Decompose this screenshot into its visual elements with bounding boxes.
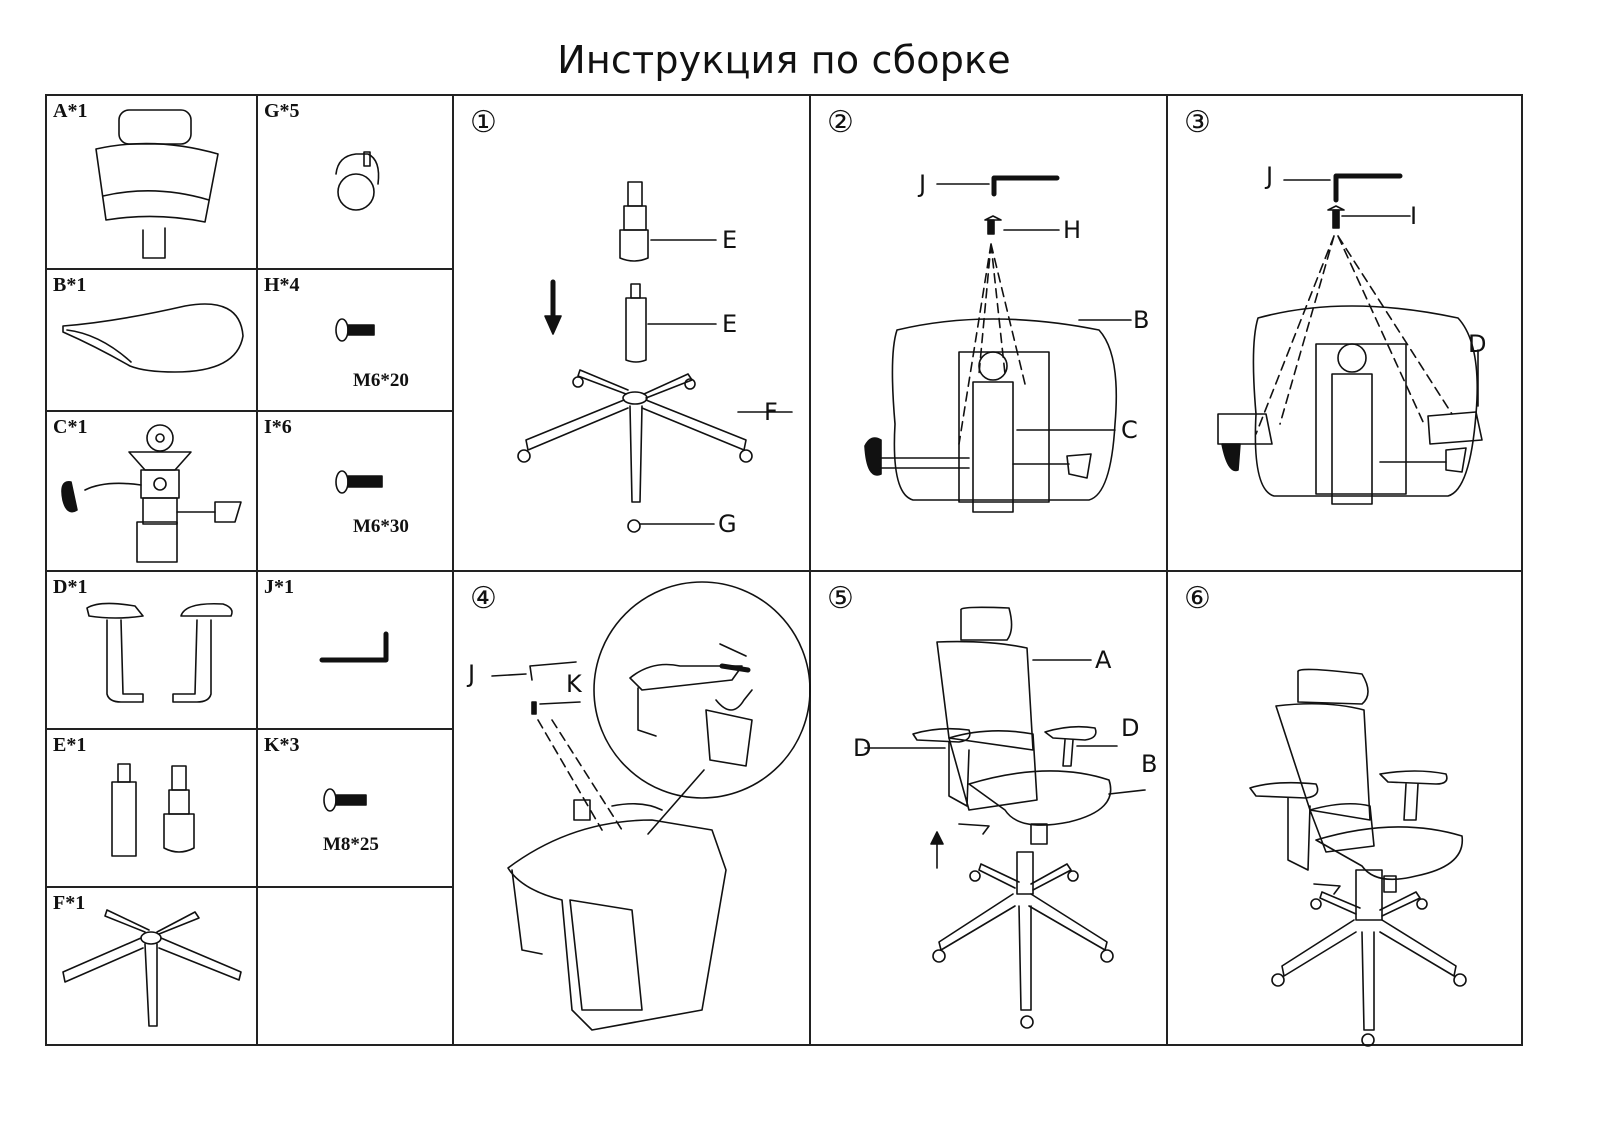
part-cell-empty [256,886,452,1046]
part-label: A*1 [53,100,88,122]
armrest-icon [86,602,233,703]
part-label: G*5 [264,100,300,122]
callout-e: E [722,310,738,338]
caster-icon [335,151,380,211]
grid-divider [45,410,453,412]
step-4-panel: ④ J K [452,570,811,1046]
part-label: F*1 [53,892,86,914]
callout-j: J [919,170,927,198]
step-5-panel: ⑤ A D D B [809,570,1166,1046]
callout-j: J [1266,162,1274,190]
step-number: ⑥ [1184,581,1211,616]
part-cell-f: F*1 [45,886,256,1046]
part-cell-h: H*4 M6*20 [256,268,452,410]
part-label: H*4 [264,274,300,296]
allen-key-icon [319,631,389,663]
step-number: ③ [1184,105,1211,140]
step-3-panel: ③ J I D [1166,94,1523,570]
part-label: K*3 [264,734,300,756]
part-cell-b: B*1 [45,268,256,410]
part-cell-j: J*1 [256,570,452,728]
base-icon [62,909,242,1027]
screw-icon [323,788,367,812]
step-6-panel: ⑥ [1166,570,1523,1047]
callout-c: C [1121,416,1138,444]
grid-divider [45,728,453,730]
callout-h: H [1063,216,1082,244]
mechanism-icon [61,424,242,563]
callout-i: I [1410,202,1418,230]
part-label: J*1 [264,576,294,598]
callout-d: D [1121,714,1140,742]
part-label: I*6 [264,416,292,438]
step-number: ④ [470,581,497,616]
callout-b: B [1141,750,1158,778]
gas-lift-icon [111,763,195,857]
part-cell-a: A*1 [45,94,256,268]
part-label: C*1 [53,416,88,438]
step-number: ② [827,105,854,140]
callout-f: F [764,398,778,426]
step-3-illustration [1217,173,1483,505]
part-cell-k: K*3 M8*25 [256,728,452,886]
grid-divider [45,886,453,888]
step-1-illustration [517,181,793,533]
part-label: E*1 [53,734,87,756]
screw-icon [335,470,383,494]
screw-spec: M6*30 [353,516,409,537]
step-1-panel: ① E E F G [452,94,809,570]
callout-a: A [1095,646,1112,674]
step-number: ⑤ [827,581,854,616]
callout-j: J [468,660,476,688]
step-5-illustration [864,606,1146,1029]
grid-divider [45,268,453,270]
callout-g: G [718,510,737,538]
page-title: Инструкция по сборке [557,38,1011,82]
screw-icon [335,318,375,342]
screw-spec: M8*25 [323,834,379,855]
screw-spec: M6*20 [353,370,409,391]
step-2-panel: ② J H B C [809,94,1166,570]
assembled-chair-illustration [1249,668,1467,1047]
step-4-illustration [491,581,811,1031]
backrest-icon [95,109,219,259]
callout-d: D [853,734,872,762]
seat-icon [62,303,244,373]
part-cell-d: D*1 [45,570,256,728]
part-cell-e: E*1 [45,728,256,886]
callout-d: D [1468,330,1487,358]
callout-k: K [566,670,582,698]
part-cell-c: C*1 [45,410,256,570]
callout-e: E [722,226,738,254]
part-label: D*1 [53,576,88,598]
callout-b: B [1133,306,1150,334]
step-2-illustration [864,175,1132,513]
part-cell-i: I*6 M6*30 [256,410,452,570]
grid-divider [45,570,1523,572]
step-number: ① [470,105,497,140]
part-cell-g: G*5 [256,94,452,268]
part-label: B*1 [53,274,87,296]
